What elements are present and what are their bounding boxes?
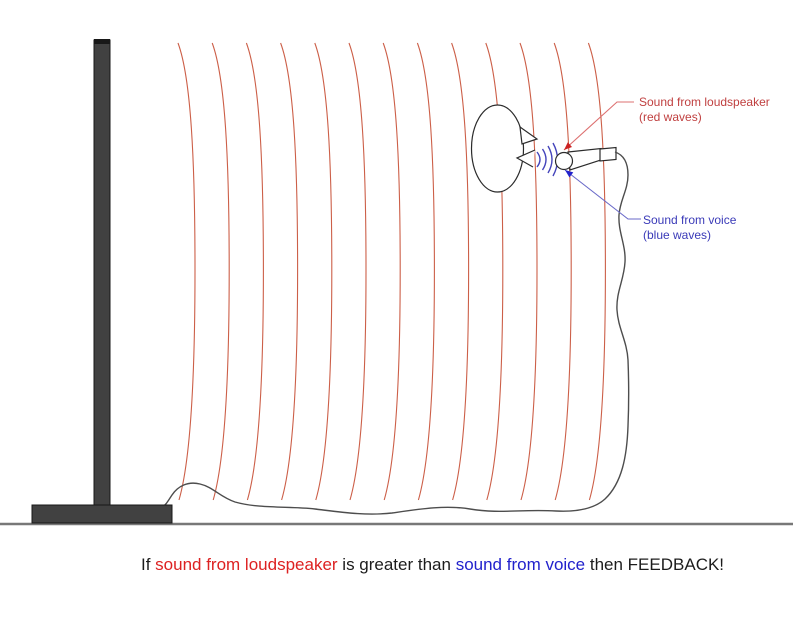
caption-then-feedback: then FEEDBACK! [585,555,725,574]
microphone-body [567,147,602,171]
voice-annotation-line1: Sound from voice [643,213,737,227]
red-sound-wave [553,42,572,501]
microphone-cable [162,151,630,515]
red-annotation-leader [563,101,634,151]
red-sound-wave [485,42,504,501]
red-sound-wave [382,42,401,501]
caption-text-if: If [141,555,156,574]
blue-voice-arc [536,151,541,168]
blue-voice-arc [541,148,547,171]
voice-annotation-line2: (blue waves) [643,228,711,242]
caption-is-greater-than: is greater than [337,555,456,574]
loudspeaker-annotation-line2: (red waves) [639,110,702,124]
red-sound-wave [416,42,435,501]
loudspeaker-stand-pole-cap [94,39,110,44]
loudspeaker-sound-waves [177,42,606,501]
red-sound-wave [519,42,538,501]
microphone-connector [599,146,617,162]
talker-head [470,104,525,193]
red-sound-wave [211,42,230,501]
blue-annotation-leader [564,169,641,220]
loudspeaker-stand-base [31,504,173,524]
red-sound-wave [177,42,196,501]
talker-nose [519,125,539,145]
caption-sound-from-loudspeaker: sound from loudspeaker [155,555,338,574]
red-sound-wave [280,42,299,501]
caption-sound-from-voice: sound from voice [455,555,586,574]
loudspeaker-stand-pole [93,39,111,507]
blue-annotation-arrowhead [565,170,574,178]
red-sound-wave [314,42,333,501]
red-sound-wave [451,42,470,501]
red-annotation-arrowhead [564,142,572,150]
microphone-capsule [554,151,574,171]
red-sound-wave [587,42,606,501]
red-sound-wave [348,42,367,501]
blue-voice-arc [547,145,553,174]
talker-mouth [515,149,536,168]
red-sound-wave [245,42,264,501]
caption: If sound from loudspeaker is greater tha… [141,556,724,574]
loudspeaker-annotation-line1: Sound from loudspeaker [639,95,770,109]
voice-sound-waves [536,142,559,177]
